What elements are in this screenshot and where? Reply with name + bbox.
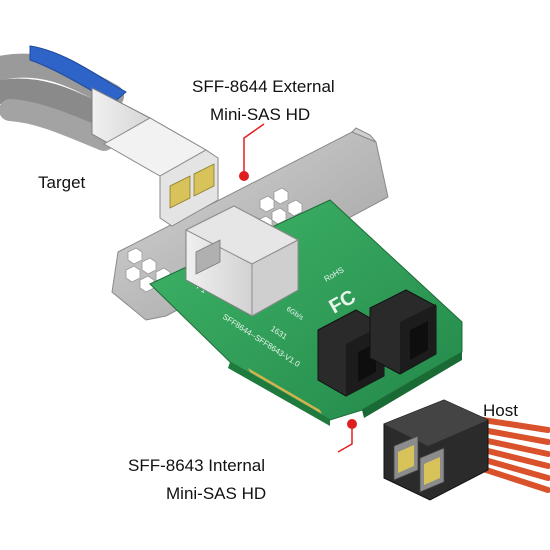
callout-internal bbox=[337, 419, 357, 453]
callout-external bbox=[239, 123, 265, 181]
external-port-label-line1: SFF-8644 External bbox=[192, 77, 335, 96]
host-cable bbox=[383, 399, 550, 501]
external-port-cage bbox=[184, 205, 300, 317]
internal-ports bbox=[317, 289, 437, 397]
target-cable bbox=[0, 45, 219, 227]
external-port-label-line2: Mini-SAS HD bbox=[210, 105, 311, 124]
internal-port-label-line1: SFF-8643 Internal bbox=[128, 456, 266, 475]
target-label: Target bbox=[38, 173, 86, 192]
internal-port-label-line2: Mini-SAS HD bbox=[166, 484, 267, 503]
host-label: Host bbox=[483, 401, 518, 420]
vent-holes bbox=[125, 187, 303, 293]
